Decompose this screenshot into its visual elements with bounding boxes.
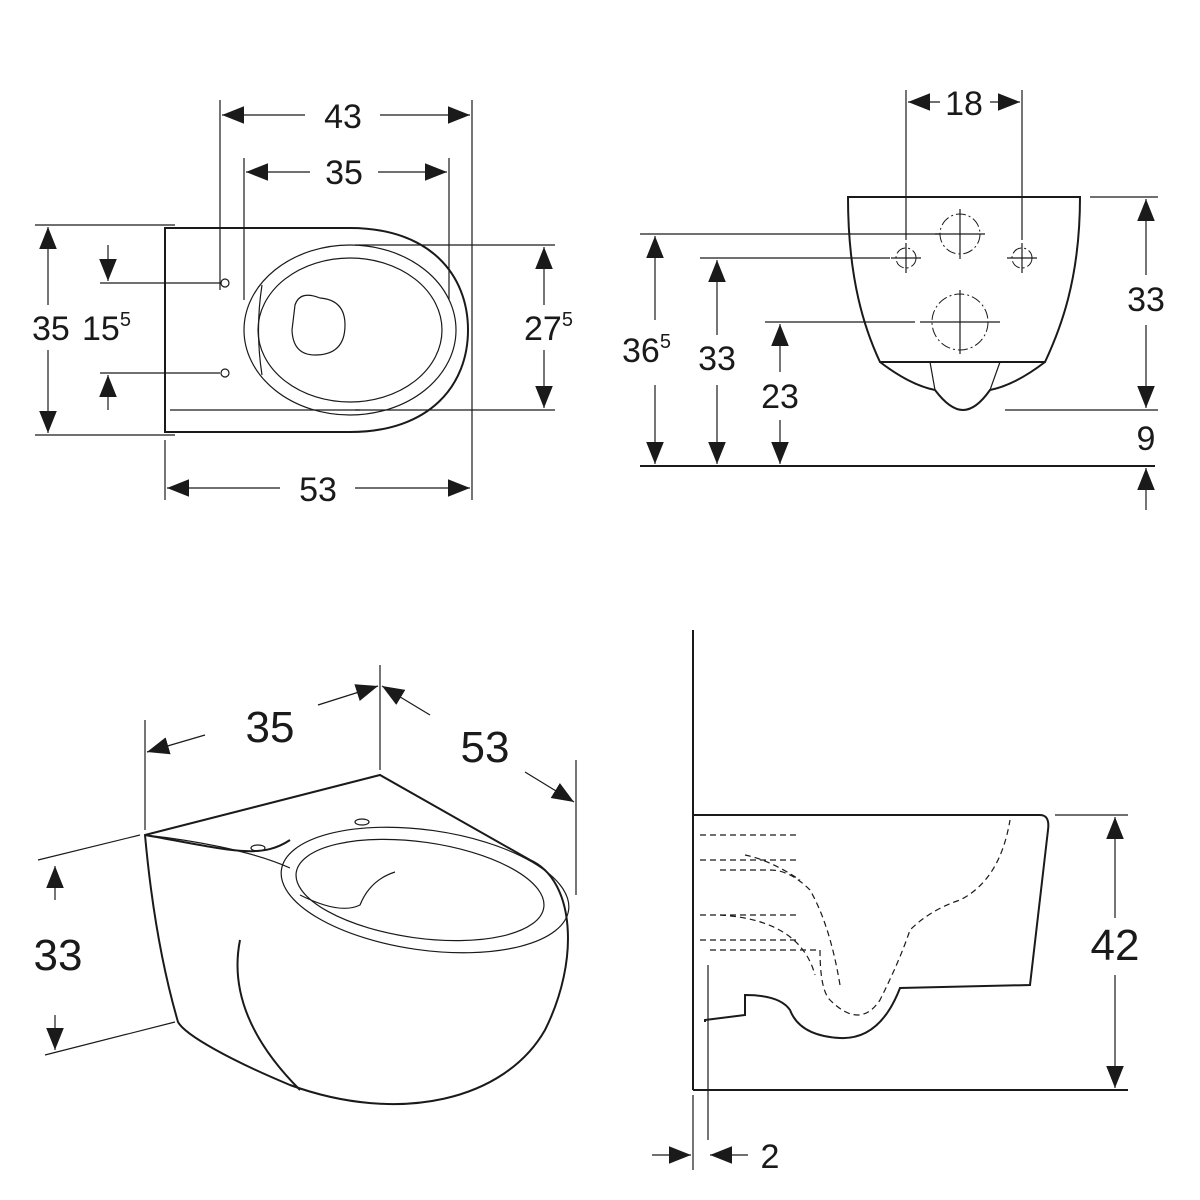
top-view-outline bbox=[164, 227, 470, 433]
side-view: 42 2 bbox=[652, 630, 1139, 1176]
fixing-hole bbox=[220, 278, 230, 288]
front-view: 18 365 33 23 33 9 bbox=[622, 85, 1165, 510]
dim-53-iso: 53 bbox=[461, 723, 510, 772]
bowl-opening bbox=[291, 294, 346, 356]
dim-33-body: 33 bbox=[1127, 281, 1165, 319]
iso-outline bbox=[143, 773, 569, 1106]
dim-2: 2 bbox=[761, 1138, 780, 1176]
seat-outer bbox=[243, 244, 457, 416]
dim-36-5: 365 bbox=[622, 331, 671, 370]
front-view-outline bbox=[846, 196, 1082, 363]
dim-33-bolts: 33 bbox=[698, 340, 736, 378]
dim-35-height: 35 bbox=[32, 310, 70, 348]
dim-42: 42 bbox=[1091, 921, 1140, 970]
dim-35-seat: 35 bbox=[325, 154, 363, 192]
top-view: 43 35 53 35 155 275 bbox=[32, 98, 573, 509]
iso-seat bbox=[280, 826, 570, 954]
dim-15-5: 155 bbox=[82, 309, 131, 348]
dim-53: 53 bbox=[299, 471, 337, 509]
isometric-view: 35 53 33 bbox=[34, 665, 577, 1106]
fixing-hole bbox=[220, 368, 230, 378]
dim-43: 43 bbox=[324, 98, 362, 136]
dim-35-iso: 35 bbox=[246, 703, 295, 752]
dim-33-iso: 33 bbox=[34, 931, 83, 980]
dim-18: 18 bbox=[945, 85, 983, 123]
side-outline bbox=[693, 814, 1050, 1040]
dim-23: 23 bbox=[761, 378, 799, 416]
dim-9: 9 bbox=[1137, 420, 1156, 458]
dim-27-5: 275 bbox=[524, 309, 573, 348]
